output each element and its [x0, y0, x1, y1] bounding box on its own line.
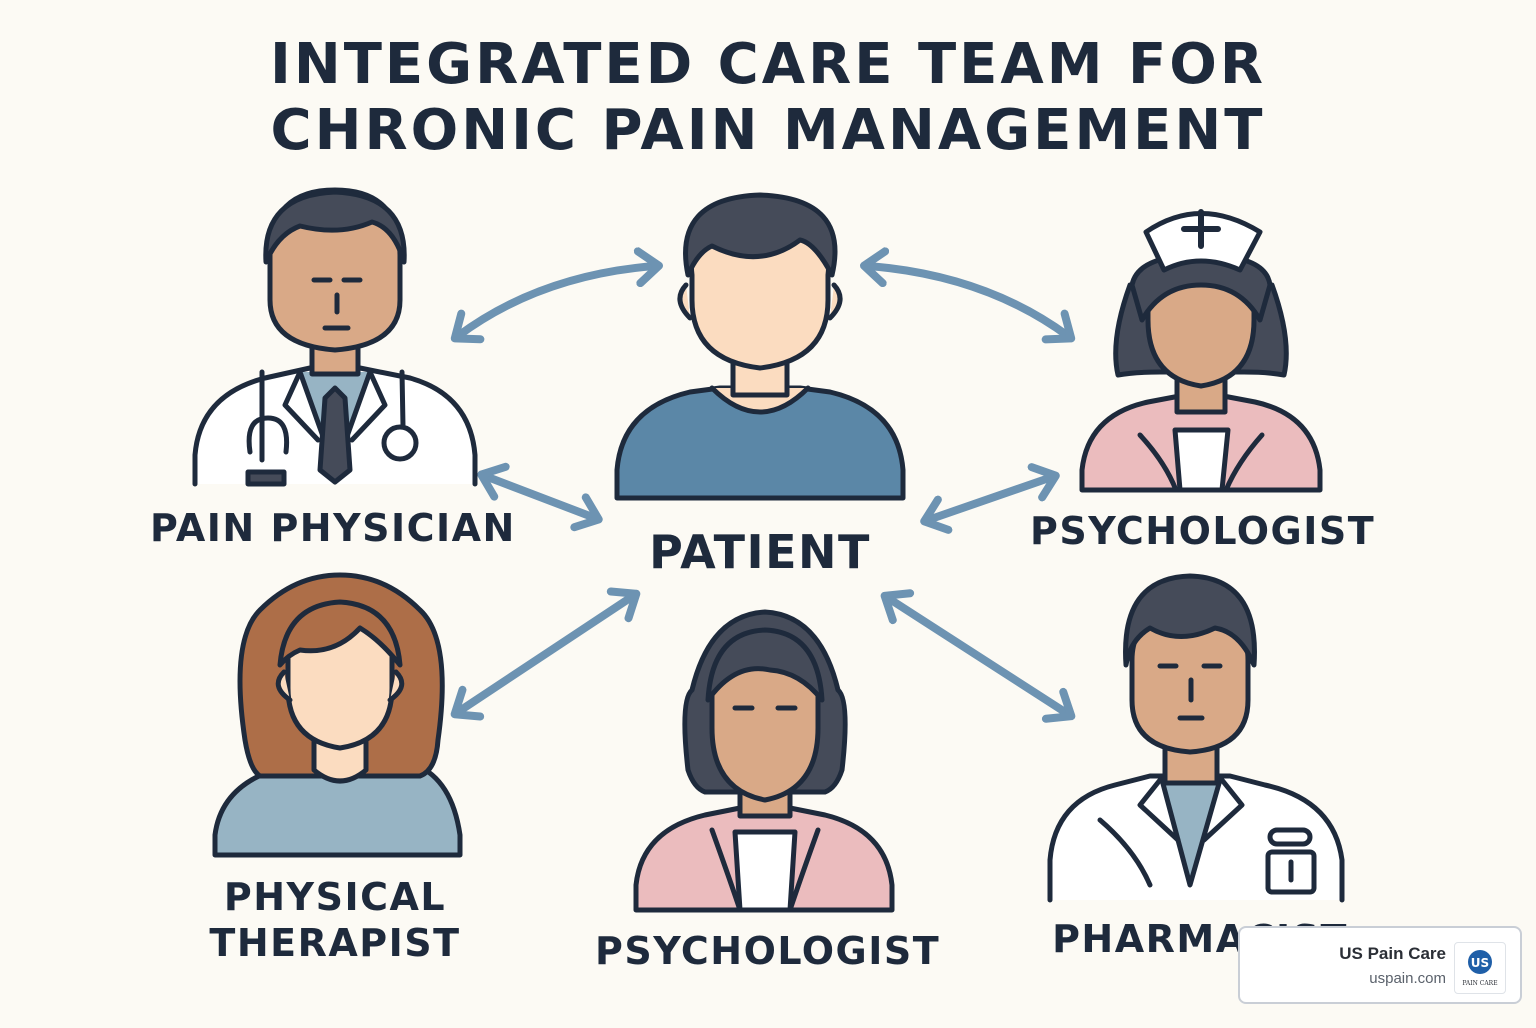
label-psychologist-bottom: PSYCHOLOGIST [595, 929, 941, 973]
arrow-nurse-top [860, 247, 1076, 344]
arrow-therapist-patient [450, 587, 641, 721]
label-physical-therapist: PHYSICAL THERAPIST [209, 875, 461, 965]
psychologist-icon [633, 609, 895, 913]
therapist-icon [212, 572, 463, 858]
logo-caption: PAIN CARE [1462, 980, 1497, 987]
badge-url[interactable]: uspain.com [1369, 970, 1446, 987]
doctor-icon [192, 187, 478, 487]
logo-mark: US PAIN CARE [1462, 950, 1498, 987]
badge-brand-name: US Pain Care [1339, 944, 1446, 963]
brand-logo-icon: US PAIN CARE [1454, 942, 1506, 994]
patient-icon [614, 192, 906, 501]
pharmacist-icon [1047, 573, 1345, 903]
stethoscope-icon [246, 369, 290, 463]
title-line-1: INTEGRATED CARE TEAM FOR [270, 32, 1266, 97]
arrow-physician-patient [477, 462, 603, 532]
label-psychologist-right: PSYCHOLOGIST [1030, 509, 1376, 553]
nurse-icon [1079, 209, 1323, 493]
logo-letters: US [1471, 956, 1489, 970]
brand-badge[interactable]: US Pain Care uspain.com US PAIN CARE [1238, 926, 1522, 1004]
label-patient: PATIENT [649, 525, 871, 579]
title-line-2: CHRONIC PAIN MANAGEMENT [270, 98, 1266, 163]
label-pain-physician: PAIN PHYSICIAN [150, 506, 516, 550]
arrow-pharmacist-patient [880, 589, 1076, 723]
arrow-psychologist-patient [920, 463, 1060, 534]
connection-arrows [450, 247, 1076, 723]
arrow-physician-top [450, 247, 663, 344]
medicine-bottle-icon [1265, 827, 1317, 895]
